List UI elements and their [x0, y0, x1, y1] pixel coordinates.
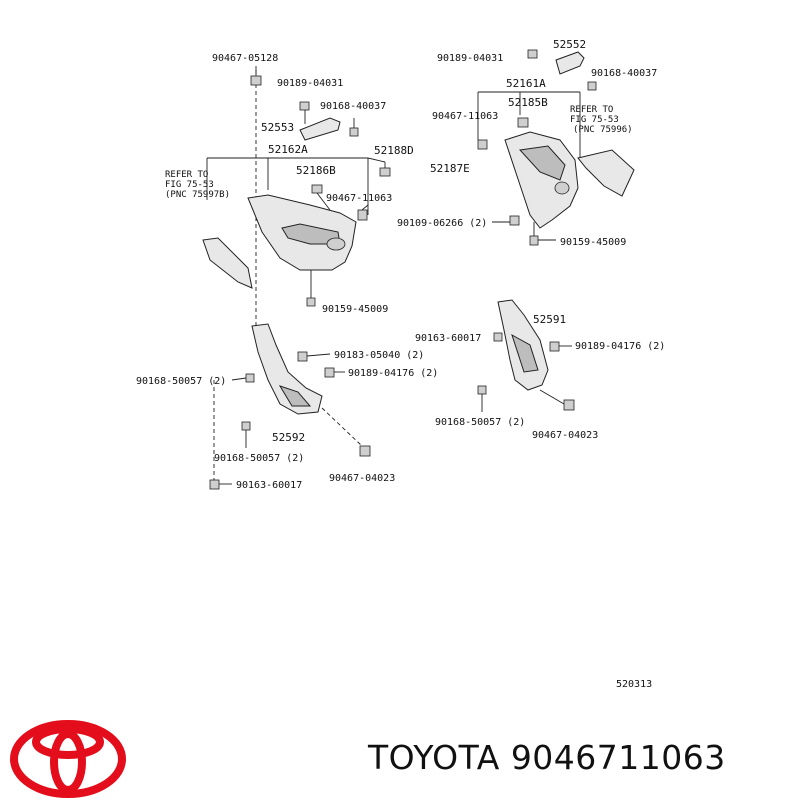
screw-90163-60017-icon: [493, 332, 503, 342]
label-90189-04176-r: 90189-04176 (2): [575, 341, 665, 352]
side-panel-right: [577, 149, 635, 197]
refer-left-line1: REFER TO: [165, 170, 208, 180]
screw-90168-40037-icon: [349, 127, 359, 137]
label-90467-11063-b: 90467-11063: [432, 111, 498, 122]
label-90159-45009-b: 90159-45009: [560, 237, 626, 248]
diagram-code: 520313: [616, 679, 652, 690]
clip-52186B-icon: [311, 184, 323, 194]
bolt-90163-60017-b-icon: [209, 479, 220, 490]
clip-90467-05128-icon: [250, 75, 262, 86]
refer-left-line2: FIG 75-53: [165, 180, 214, 190]
label-90159-45009-a: 90159-45009: [322, 304, 388, 315]
screw-90168-50057-r-icon: [477, 385, 487, 395]
refer-right-line2: FIG 75-53: [570, 115, 619, 125]
refer-right-line1: REFER TO: [570, 105, 613, 115]
bolt-90159-45009-icon: [306, 297, 316, 307]
label-90168-50057-r: 90168-50057 (2): [435, 417, 525, 428]
bracket-52553: [299, 117, 341, 141]
label-90189-04176-l: 90189-04176 (2): [348, 368, 438, 379]
label-90168-40037-a: 90168-40037: [320, 101, 386, 112]
label-52188D: 52188D: [374, 144, 414, 157]
label-52553: 52553: [261, 121, 294, 134]
clip-52185B-icon: [517, 117, 529, 128]
refer-right-line3: (PNC 75996): [573, 125, 633, 135]
label-52591: 52591: [533, 313, 566, 326]
clip-52187E-icon: [477, 139, 488, 150]
fog-lamp-hole: [326, 237, 346, 251]
clip-90467-04023-r-icon: [563, 399, 575, 411]
label-52552: 52552: [553, 38, 586, 51]
screw-90168-50057-l2-icon: [241, 421, 251, 431]
refer-left-line3: (PNC 75997B): [165, 190, 230, 200]
mudguard-52591-inner: [511, 333, 539, 373]
clip-90189-04176-r-icon: [549, 341, 560, 352]
fog-lamp-hole-r: [554, 181, 570, 195]
label-90109-06266: 90109-06266 (2): [397, 218, 487, 229]
label-90189-04031-a: 90189-04031: [277, 78, 343, 89]
label-52186B: 52186B: [296, 164, 336, 177]
mudguard-52592: [251, 323, 323, 415]
nut-90189-04031-icon: [299, 101, 310, 111]
label-52187E: 52187E: [430, 162, 470, 175]
label-90168-50057-l1: 90168-50057 (2): [136, 376, 226, 387]
label-90467-11063-a: 90467-11063: [326, 193, 392, 204]
label-90189-04031-b: 90189-04031: [437, 53, 503, 64]
label-90163-60017-b: 90163-60017: [236, 480, 302, 491]
leader-52161A: [477, 91, 581, 160]
label-52162A: 52162A: [268, 143, 308, 156]
nut-90189-04031-r-icon: [527, 49, 538, 59]
label-52161A: 52161A: [506, 77, 546, 90]
toyota-logo-icon: [10, 720, 126, 798]
label-90183-05040: 90183-05040 (2): [334, 350, 424, 361]
side-panel-left: [202, 237, 253, 289]
label-52592: 52592: [272, 431, 305, 444]
label-90467-05128: 90467-05128: [212, 53, 278, 64]
label-90467-04023-r: 90467-04023: [532, 430, 598, 441]
label-90163-60017-a: 90163-60017: [415, 333, 481, 344]
leader-52162A: [206, 157, 369, 215]
label-90168-50057-l2: 90168-50057 (2): [214, 453, 304, 464]
label-52185B: 52185B: [508, 96, 548, 109]
clip-90467-04023-l-icon: [359, 445, 371, 457]
clip-90467-11063-icon: [357, 209, 368, 221]
clip-52188D-icon: [379, 167, 391, 177]
clip-90183-05040-icon: [297, 351, 308, 362]
screw-90168-40037-r-icon: [587, 81, 597, 91]
clip-90189-04176-l-icon: [324, 367, 335, 378]
bumper-extension-52161A: [504, 131, 579, 229]
label-90168-40037-b: 90168-40037: [591, 68, 657, 79]
screw-90109-06266-icon: [509, 215, 520, 226]
bolt-90159-45009-r-icon: [529, 235, 539, 246]
label-90467-04023-l: 90467-04023: [329, 473, 395, 484]
brand-caption: TOYOTA 9046711063: [368, 738, 726, 777]
screw-90168-50057-l1-icon: [245, 373, 255, 383]
bracket-52552: [555, 51, 585, 75]
mudguard-52592-inner: [278, 385, 312, 407]
bumper-extension-r-recess: [518, 145, 566, 181]
